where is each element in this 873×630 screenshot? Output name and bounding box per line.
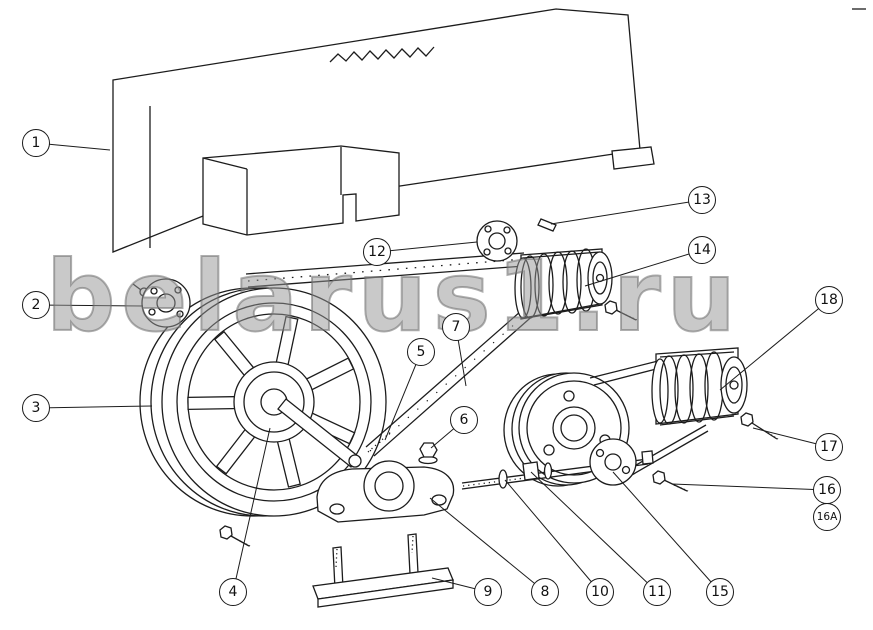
grooved-pulley-14-drawing <box>514 248 638 321</box>
bearing-bracket-drawing <box>316 460 455 523</box>
bearing-flange-drawing <box>476 220 518 262</box>
callout-17: 17 <box>815 433 843 461</box>
leader-line-14 <box>584 249 703 287</box>
callout-6: 6 <box>450 406 478 434</box>
callout-2: 2 <box>22 291 50 319</box>
callout-7: 7 <box>442 313 470 341</box>
leader-line-15 <box>612 471 721 593</box>
callout-16: 16 <box>813 476 841 504</box>
hub-flange-drawing <box>132 278 191 328</box>
leader-line-16 <box>671 483 828 491</box>
bolt-17-drawing <box>740 412 779 440</box>
callout-14: 14 <box>688 236 716 264</box>
washer-10 <box>498 469 508 489</box>
chain-adjuster-threads <box>367 430 393 453</box>
leader-line-12 <box>376 241 478 253</box>
nut-6-drawing <box>418 442 438 465</box>
grooved-pulley-18-drawing <box>651 347 779 440</box>
bolt-16-drawing <box>652 470 689 492</box>
leader-line-13 <box>550 199 703 225</box>
callout-13: 13 <box>688 186 716 214</box>
hood-cover-drawing <box>202 145 400 236</box>
bolt-under-pulley14 <box>604 300 638 321</box>
leader-line-3 <box>35 405 153 409</box>
toothed-belt-drawing <box>245 252 525 288</box>
drive-pulley-drawing <box>139 287 387 517</box>
leader-line-18 <box>719 299 830 391</box>
leader-line-4 <box>232 427 271 593</box>
leader-line-11 <box>530 471 658 593</box>
shaft-drawing <box>277 398 360 468</box>
stud <box>407 533 419 575</box>
callout-1: 1 <box>22 129 50 157</box>
callout-18: 18 <box>815 286 843 314</box>
callout-8: 8 <box>531 578 559 606</box>
callout-11: 11 <box>643 578 671 606</box>
leader-line-2 <box>35 304 144 307</box>
driven-pulley-drawing <box>503 372 630 487</box>
callout-15: 15 <box>706 578 734 606</box>
leader-line-8 <box>429 497 546 593</box>
leader-lines-layer <box>35 142 830 593</box>
callout-4: 4 <box>219 578 247 606</box>
callout-3: 3 <box>22 394 50 422</box>
callout-12: 12 <box>363 238 391 266</box>
mounting-plate-drawing <box>312 533 454 608</box>
bolt-lower-left-drawing <box>219 525 251 547</box>
leader-line-10 <box>504 479 601 593</box>
disc-15-drawing <box>589 438 637 486</box>
leader-line-5 <box>384 351 422 441</box>
housing-foot <box>611 146 655 170</box>
key-drawing <box>537 218 557 232</box>
chain-drawing <box>365 296 546 457</box>
callout-9: 9 <box>474 578 502 606</box>
callout-16A: 16A <box>813 503 841 531</box>
callout-10: 10 <box>586 578 614 606</box>
callout-5: 5 <box>407 338 435 366</box>
